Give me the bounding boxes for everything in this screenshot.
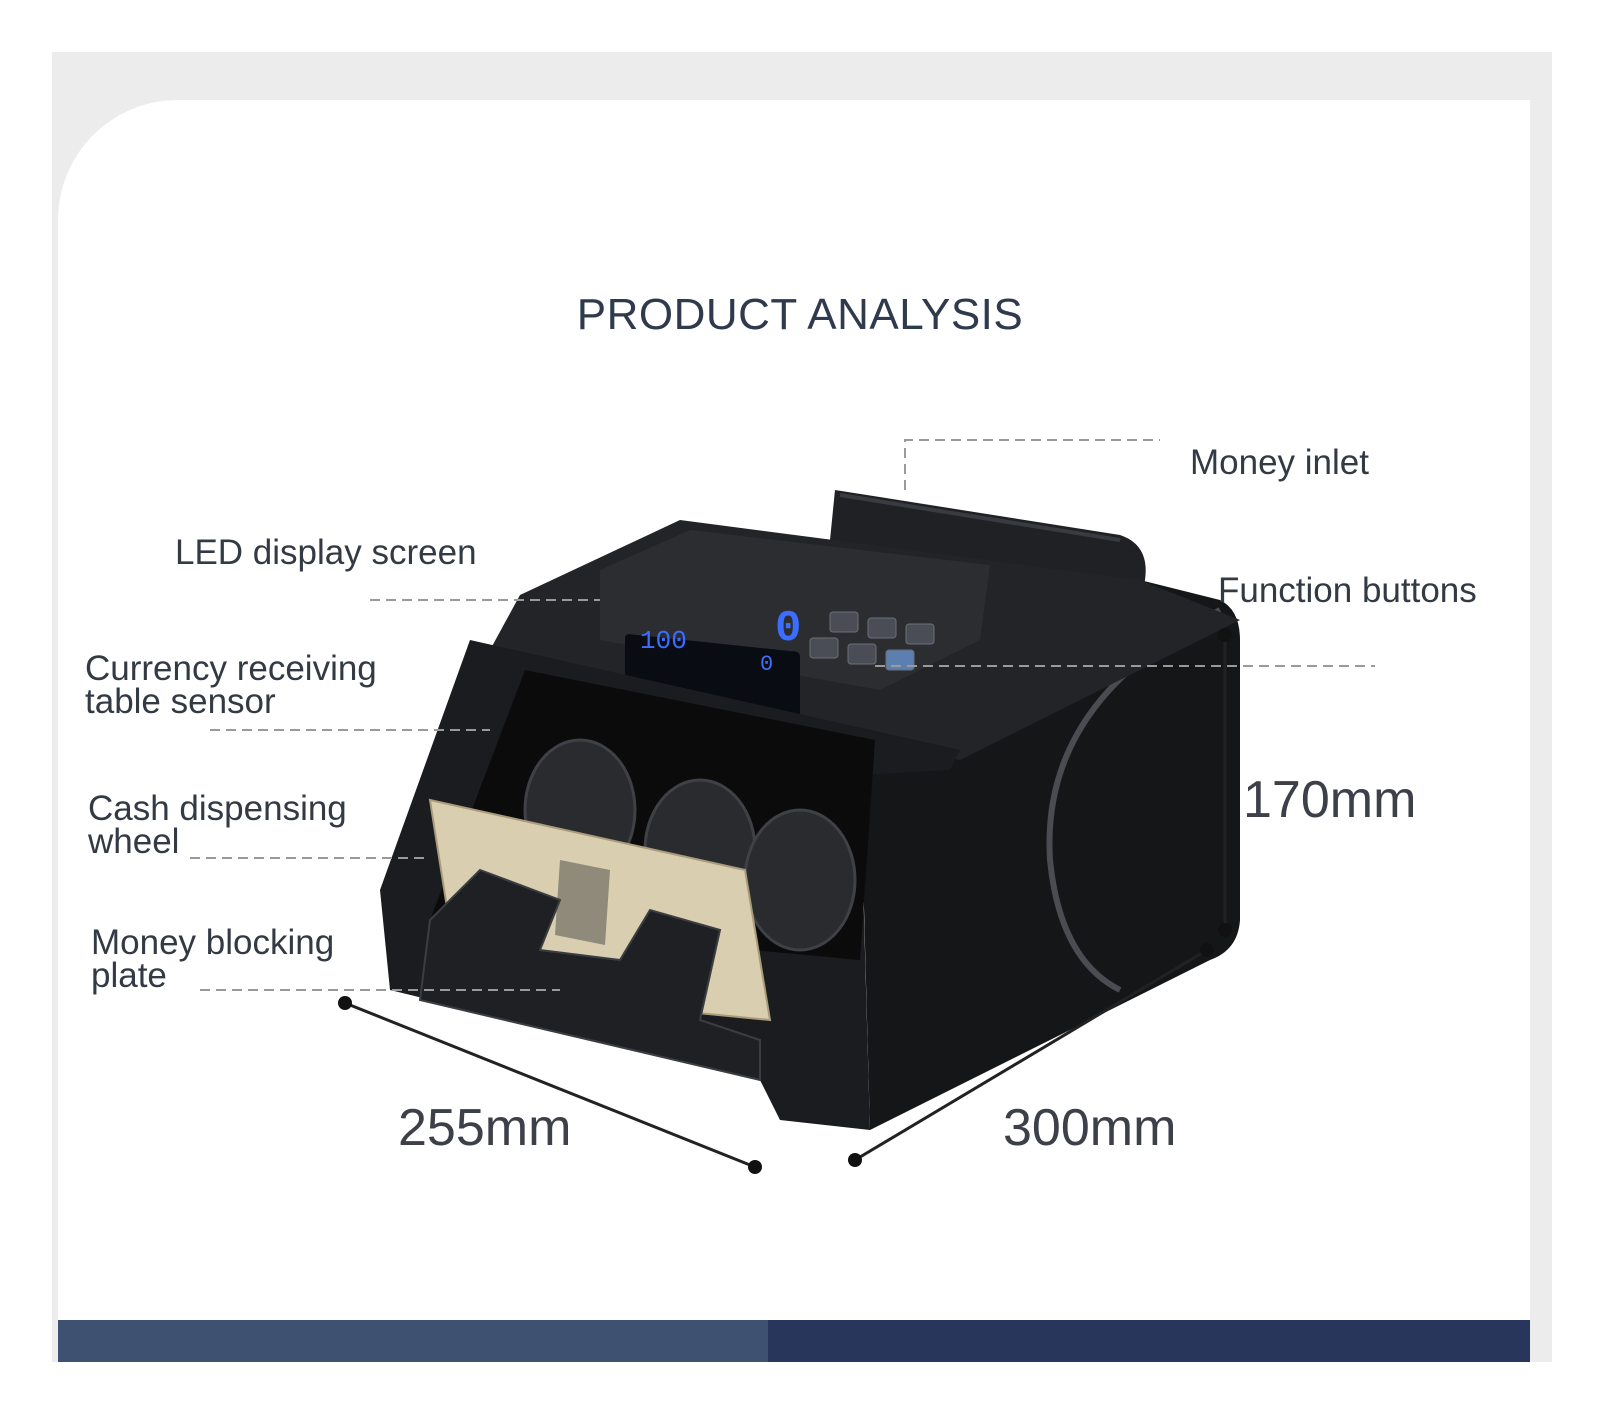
label-currency-sensor: Currency receiving table sensor [85, 649, 377, 721]
label-money-inlet: Money inlet [1190, 443, 1369, 482]
bottom-bar-left [58, 1320, 768, 1362]
dimension-endpoints [338, 628, 1232, 1174]
label-blocking-plate: Money blocking plate [91, 923, 335, 995]
page-title: PRODUCT ANALYSIS [576, 290, 1024, 339]
bottom-bar [58, 1320, 1530, 1362]
led-big-digit: 0 [775, 604, 801, 654]
dimension-width: 255mm [398, 1099, 572, 1157]
banknote-portrait [555, 860, 610, 945]
dimension-height: 170mm [1243, 771, 1417, 829]
dimension-depth: 300mm [1003, 1099, 1177, 1157]
function-buttons [809, 611, 935, 671]
label-function-buttons: Function buttons [1218, 571, 1477, 610]
leader-lines [190, 439, 1375, 991]
led-small-digit: 0 [760, 652, 773, 677]
label-led-display: LED display screen [175, 533, 477, 572]
bottom-bar-right [768, 1320, 1530, 1362]
label-cash-wheel: Cash dispensing wheel [88, 789, 347, 861]
money-blocking-plate [418, 868, 761, 1082]
led-batch-value: 100 [640, 626, 687, 656]
dimension-lines [344, 635, 1227, 1169]
